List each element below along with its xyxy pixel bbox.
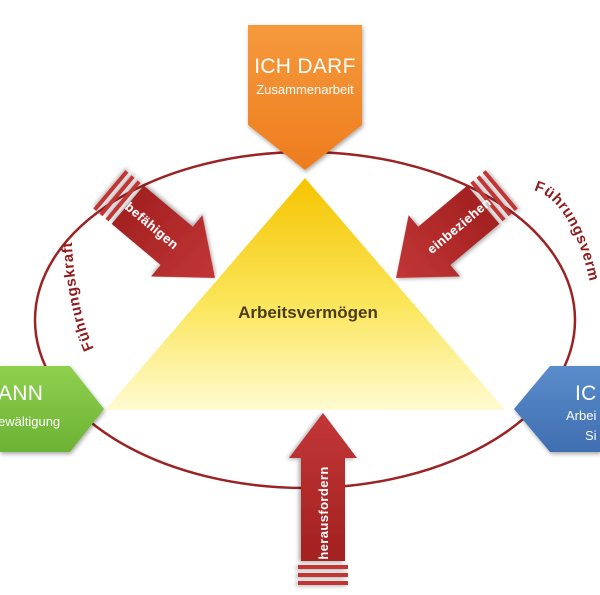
arrow-einbeziehen-body xyxy=(396,185,500,278)
arrow-herausfordern-stripe xyxy=(298,565,348,569)
arrow-befaehigen-stripe xyxy=(99,175,135,217)
arrow-befaehigen-body xyxy=(111,185,215,278)
arrow-befaehigen-stripe xyxy=(105,180,141,222)
arrow-einbeziehen: einbeziehen xyxy=(396,170,518,278)
arrow-einbeziehen-stripe xyxy=(470,180,506,222)
node-right: IC Arbei Si xyxy=(514,366,600,452)
center-triangle xyxy=(105,178,505,410)
arrow-herausfordern-label: herausfordern xyxy=(316,466,331,559)
arrow-einbeziehen-stripe xyxy=(476,175,512,217)
arrow-befaehigen-stripe xyxy=(93,170,129,212)
ring-label-right: Führungsverm xyxy=(532,178,600,283)
node-right-subtitle-2: Si xyxy=(585,428,597,443)
node-left-title: ANN xyxy=(0,382,43,405)
center-label: Arbeitsvermögen xyxy=(238,303,378,322)
arrow-herausfordern: herausfordern xyxy=(289,413,357,585)
node-right-subtitle-1: Arbei xyxy=(566,408,596,423)
ring-label-left: Führungskraft xyxy=(59,241,98,353)
arrow-einbeziehen-stripe xyxy=(482,170,518,212)
ring-label-left-text: Führungskraft xyxy=(59,241,97,353)
node-top-subtitle: Zusammenarbeit xyxy=(256,82,354,97)
node-right-shape xyxy=(514,366,600,452)
node-left: ANN ewältigung xyxy=(0,366,104,452)
node-top-title: ICH DARF xyxy=(254,55,356,78)
node-top: ICH DARF Zusammenarbeit xyxy=(248,25,362,170)
ring-label-right-text: Führungsverm xyxy=(532,178,600,283)
node-left-shape xyxy=(0,366,104,452)
arrow-herausfordern-stripe xyxy=(298,573,348,577)
node-left-subtitle: ewältigung xyxy=(0,414,60,429)
arrow-herausfordern-body xyxy=(289,413,357,561)
node-right-title: IC xyxy=(575,382,597,405)
node-top-shape xyxy=(248,25,362,170)
arrow-herausfordern-stripe xyxy=(298,581,348,585)
